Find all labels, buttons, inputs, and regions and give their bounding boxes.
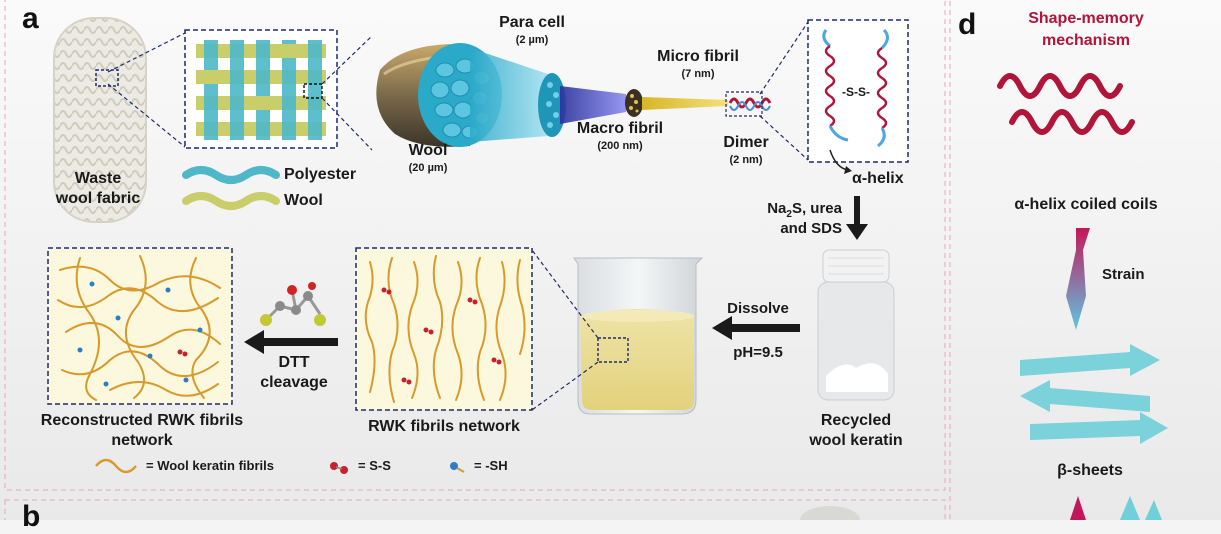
ss-bond-label: -S-S- [842,85,870,99]
polyester-wave-icon [182,166,280,184]
panel-d-border [949,0,951,520]
alpha-helix-coils-image [997,73,1135,135]
reconstructed-label-1: Reconstructed RWK fibrils [40,412,244,429]
reconstructed-network-box [47,247,233,405]
down-arrow-icon [846,196,868,240]
panel-b-border [4,499,946,520]
woven-fabric-zoom [184,29,338,149]
treatment-label-2: and SDS [780,220,842,237]
panel-a-border [4,0,946,491]
macro-fibril-name: Macro fibril [576,120,664,137]
para-cell-disc [538,73,566,137]
treatment-label-1: Na2S, urea [767,200,842,220]
recycled-label-2: wool keratin [809,432,903,449]
ph-label: pH=9.5 [733,344,783,361]
beta-sheets-image [1020,344,1168,444]
waste-wool-fabric-image [53,17,147,223]
macro-fibril-disc [625,89,643,117]
dimer-coil-icon [725,91,772,117]
panel-d-title-1: Shape-memory [1028,10,1144,27]
left-arrow-icon [712,316,800,340]
recycled-label-1: Recycled [820,412,892,429]
recycled-keratin-bottle [817,249,895,401]
dimer-name: Dimer [723,134,769,151]
legend-ss-label: = S-S [358,458,391,473]
wool-wave-icon [182,192,280,210]
ss-legend-icon [330,462,348,474]
micro-fibril-name: Micro fibril [657,48,739,65]
sheets-label: β-sheets [1057,462,1123,479]
para-cell-size: (2 µm) [515,34,549,46]
rwk-network-label: RWK fibrils network [368,418,520,435]
dtt-molecule-icon [260,282,326,326]
reconstructed-label-2: network [111,432,173,449]
panel-label-d: d [958,8,977,41]
panel-label-b: b [22,500,41,533]
alpha-helix-label: α-helix [852,170,904,187]
wool-size: (20 µm) [408,162,448,174]
strain-label: Strain [1102,266,1145,283]
coils-label: α-helix coiled coils [1014,196,1158,213]
sh-legend-icon [450,462,465,473]
panel-d-title-2: mechanism [1041,32,1131,49]
fibril-legend-icon [95,458,137,474]
para-cell-name: Para cell [499,14,565,31]
dtt-arrow-icon [244,330,338,354]
legend-fibrils-label: = Wool keratin fibrils [146,458,274,473]
wool-name: Wool [408,142,448,159]
macro-fibril-size: (200 nm) [597,140,643,152]
waste-fabric-label-1: Waste [74,170,122,187]
beaker-image [573,257,704,415]
panel-b-partial-shapes [800,496,1162,520]
polyester-label: Polyester [284,166,357,183]
micro-fibril-size: (7 nm) [681,68,715,80]
dissolve-label: Dissolve [727,300,789,317]
dimer-size: (2 nm) [729,154,763,166]
wool-label: Wool [284,192,323,209]
dtt-label-2: cleavage [260,374,328,391]
panel-label-a: a [22,2,39,35]
dtt-label-1: DTT [278,354,310,371]
strain-arrow-icon [1066,228,1090,330]
rwk-network-box [355,247,533,411]
waste-fabric-label-2: wool fabric [55,190,141,207]
legend-sh-label: = -SH [474,458,508,473]
alpha-helix-dimer-zoom [807,19,909,163]
figure-artwork [0,0,1221,520]
